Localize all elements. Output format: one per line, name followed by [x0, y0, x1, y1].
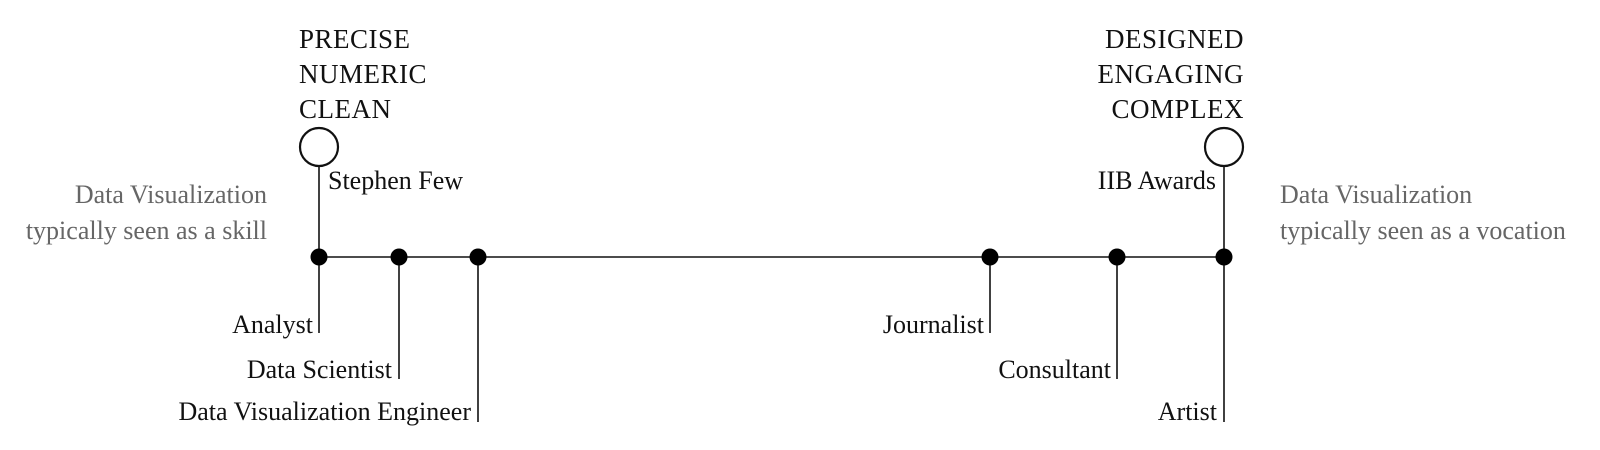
right-pole-example: IIB Awards: [1098, 166, 1216, 195]
role-dot-analyst: [310, 248, 328, 266]
right-pole-marker: [1203, 126, 1245, 168]
role-dot-artist: [1215, 248, 1233, 266]
right-caption-line2: typically seen as a vocation: [1280, 216, 1566, 245]
left-caption-line2: typically seen as a skill: [26, 216, 267, 245]
role-label-journalist: Journalist: [883, 310, 985, 339]
left-pole-example: Stephen Few: [328, 166, 463, 195]
role-dot-data-scientist: [390, 248, 408, 266]
role-dot-journalist: [981, 248, 999, 266]
role-label-data-visualization-engineer: Data Visualization Engineer: [178, 397, 471, 426]
role-label-analyst: Analyst: [232, 310, 314, 339]
role-dot-consultant: [1108, 248, 1126, 266]
left-pole-marker: [298, 126, 340, 168]
role-label-artist: Artist: [1158, 397, 1218, 426]
left-pole-heading-2: NUMERIC: [299, 59, 427, 89]
role-label-consultant: Consultant: [998, 355, 1111, 384]
right-pole-heading-2: ENGAGING: [1098, 59, 1244, 89]
role-dot-data-visualization-engineer: [469, 248, 487, 266]
left-pole-heading-1: PRECISE: [299, 24, 411, 54]
left-pole-heading-3: CLEAN: [299, 94, 392, 124]
right-pole-heading-3: COMPLEX: [1111, 94, 1244, 124]
role-label-data-scientist: Data Scientist: [247, 355, 393, 384]
left-caption-line1: Data Visualization: [75, 180, 267, 209]
right-pole-heading-1: DESIGNED: [1105, 24, 1244, 54]
right-caption-line1: Data Visualization: [1280, 180, 1472, 209]
